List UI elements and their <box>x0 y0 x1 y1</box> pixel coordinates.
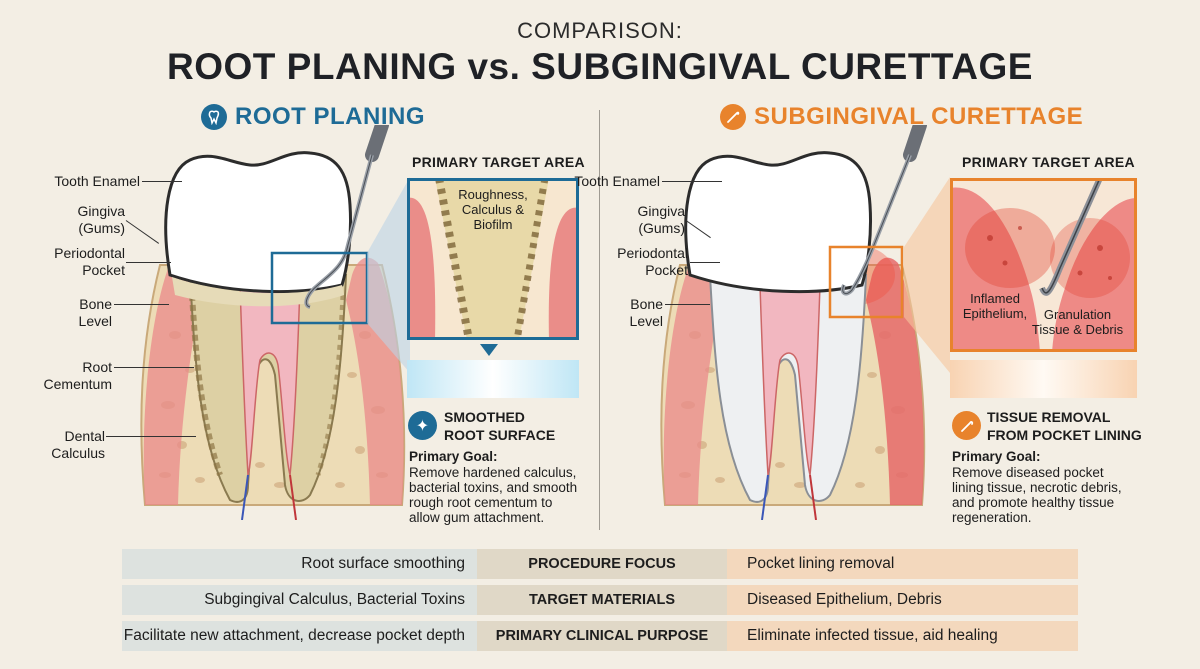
center-divider <box>599 110 600 530</box>
label-gingiva: Gingiva (Gums) <box>77 203 125 236</box>
tooth-icon <box>201 104 227 130</box>
leader-line <box>106 436 196 437</box>
table-cell-left: Facilitate new attachment, decrease pock… <box>122 621 477 651</box>
table-cell-right: Diseased Epithelium, Debris <box>727 585 1078 615</box>
right-target-title: PRIMARY TARGET AREA <box>962 154 1135 170</box>
table-row: Root surface smoothing PROCEDURE FOCUS P… <box>122 549 1078 579</box>
sparkle-icon: ✦ <box>408 411 437 440</box>
page-title: ROOT PLANING vs. SUBGINGIVAL CURETTAGE <box>167 46 1033 87</box>
left-target-text: Roughness, Calculus & Biofilm <box>458 187 528 232</box>
right-target-zoom <box>950 178 1137 352</box>
label-tooth-enamel: Tooth Enamel <box>54 173 140 189</box>
zoom-connector <box>367 177 410 373</box>
leader-line <box>690 262 720 263</box>
leader-line <box>665 304 710 305</box>
curette-icon <box>720 104 746 130</box>
label-tooth-enamel: Tooth Enamel <box>574 173 660 189</box>
arrow-down-icon <box>480 344 498 356</box>
table-row: Subgingival Calculus, Bacterial Toxins T… <box>122 585 1078 615</box>
right-goal-text: Remove diseased pocket lining tissue, ne… <box>952 465 1122 525</box>
label-periodontal-pocket: Periodontal Pocket <box>617 245 688 278</box>
label-gingiva: Gingiva (Gums) <box>637 203 685 236</box>
table-cell-left: Subgingival Calculus, Bacterial Toxins <box>122 585 477 615</box>
granulation-tissue-label: Granulation Tissue & Debris <box>1031 307 1124 337</box>
left-goal-text: Remove hardened calculus, bacterial toxi… <box>409 465 578 525</box>
left-result-title: SMOOTHED ROOT SURFACE <box>444 409 556 443</box>
label-dental-calculus: Dental Calculus <box>51 428 105 461</box>
leader-line <box>114 367 194 368</box>
curettage-tooth-illustration <box>660 125 927 520</box>
label-bone-level: Bone Level <box>629 296 663 329</box>
table-row: Facilitate new attachment, decrease pock… <box>122 621 1078 651</box>
table-cell-right: Eliminate infected tissue, aid healing <box>727 621 1078 651</box>
title-kicker: COMPARISON: <box>517 18 683 43</box>
left-target-title: PRIMARY TARGET AREA <box>412 154 585 170</box>
label-bone-level: Bone Level <box>78 296 112 329</box>
tissue-icon <box>952 411 981 440</box>
comparison-table: Root surface smoothing PROCEDURE FOCUS P… <box>122 549 1078 651</box>
left-goal-label: Primary Goal: <box>409 449 498 464</box>
table-cell-right: Pocket lining removal <box>727 549 1078 579</box>
zoom-connector <box>904 177 950 373</box>
table-cell-middle: PROCEDURE FOCUS <box>477 549 727 579</box>
curettage-header: SUBGINGIVAL CURETTAGE <box>720 102 1083 132</box>
table-cell-left: Root surface smoothing <box>122 549 477 579</box>
smooth-surface-bar <box>407 360 579 398</box>
table-cell-middle: TARGET MATERIALS <box>477 585 727 615</box>
leader-line <box>662 181 722 182</box>
right-goal-label: Primary Goal: <box>952 449 1041 464</box>
root-planing-tooth-illustration <box>140 125 406 520</box>
inflamed-epithelium-label: Inflamed Epithelium, <box>962 291 1028 321</box>
root-planing-header: ROOT PLANING <box>201 102 425 132</box>
leader-line <box>126 262 171 263</box>
leader-line <box>142 181 182 182</box>
leader-line <box>114 304 169 305</box>
label-periodontal-pocket: Periodontal Pocket <box>54 245 125 278</box>
left-target-zoom <box>407 178 579 340</box>
label-root-cementum: Root Cementum <box>43 359 112 392</box>
right-result-title: TISSUE REMOVAL FROM POCKET LINING <box>987 409 1142 443</box>
root-planing-title: ROOT PLANING <box>235 103 425 130</box>
tissue-removal-bar <box>950 360 1137 398</box>
table-cell-middle: PRIMARY CLINICAL PURPOSE <box>477 621 727 651</box>
